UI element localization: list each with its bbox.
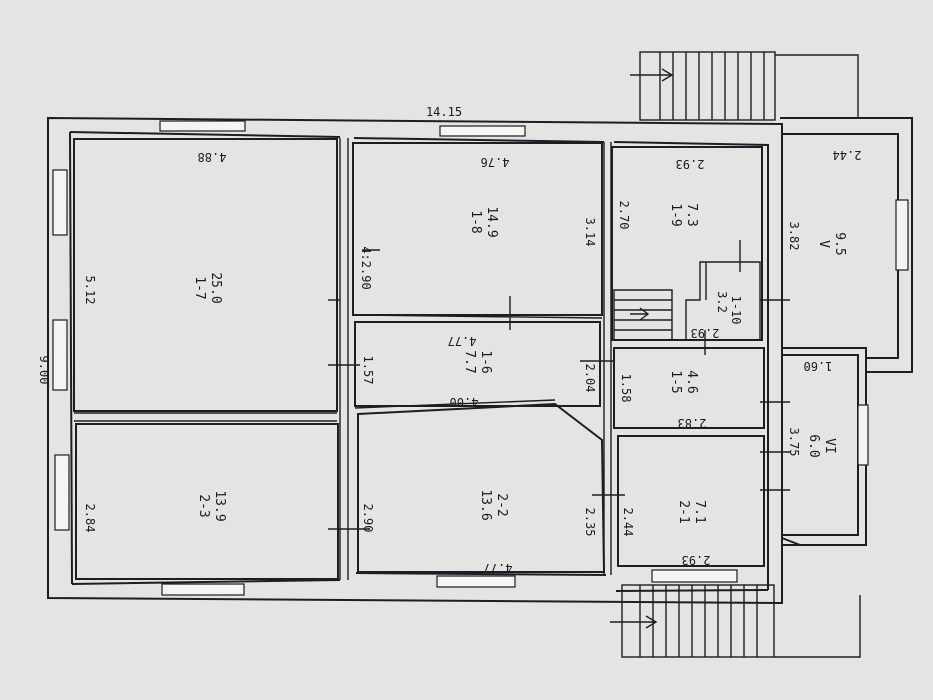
windows	[52, 120, 909, 596]
room-2-2-id: 2-2	[494, 493, 509, 516]
room-1-8-top-dim: 4.76	[481, 155, 510, 169]
room-1-5-area: 4.6	[684, 370, 699, 393]
room-walls	[73, 138, 765, 580]
room-v-id: V	[816, 240, 831, 248]
room-1-7-top-dim: 4.88	[198, 150, 227, 164]
room-1-8-area: 14.9	[484, 206, 499, 237]
room-1-8-left-dim: 3.14	[583, 218, 597, 247]
room-1-5-bottom-dim: 2.83	[678, 416, 707, 430]
room-1-9-top-dim: 2.93	[676, 157, 705, 171]
room-1-5-id: 1-5	[668, 370, 683, 393]
interior-details	[74, 138, 790, 580]
room-1-9-area: 7.3	[684, 203, 699, 226]
room-vi-area: 6.0	[806, 434, 821, 457]
overall-width: 9.00	[37, 356, 51, 385]
room-1-6-bottom-dim: 4.00	[450, 395, 479, 409]
room-1-5-side-dim: 1.58	[619, 374, 633, 403]
room-1-6-left-dim: 2.04	[583, 364, 597, 393]
room-1-6-right-dim: 1.57	[361, 356, 375, 385]
room-1-7-id: 1-7	[192, 276, 207, 299]
room-vi-top-dim: 1.60	[804, 359, 833, 373]
room-2-2-right-dim: 2.90	[361, 504, 375, 533]
room-1-7-side-dim: 5.12	[83, 276, 97, 305]
room-v-side-dim: 3.82	[787, 222, 801, 251]
room-2-2-left-dim: 2.35	[583, 508, 597, 537]
room-2-3-side-dim: 2.84	[83, 504, 97, 533]
room-1-6-area: 7.7	[462, 350, 477, 373]
outer-walls	[47, 116, 783, 605]
room-1-8-id: 1-8	[468, 210, 483, 233]
room-1-9-id: 1-9	[668, 203, 683, 226]
room-1-6-top-dim: 4.77	[448, 334, 477, 348]
stair-top	[630, 51, 859, 121]
room-1-6-id: 1-6	[478, 350, 493, 373]
room-2-1-side-dim: 2.44	[621, 508, 635, 537]
room-1-10-area: 3.2	[715, 291, 729, 313]
room-v-top-dim: 2.44	[833, 148, 862, 162]
room-vi-side-dim: 3.75	[787, 428, 801, 457]
room-2-2-bottom-dim: 4.77	[484, 561, 513, 575]
room-v-area: 9.5	[832, 232, 847, 255]
room-2-3-area: 13.9	[212, 490, 227, 521]
room-1-7-area: 25.0	[208, 272, 223, 303]
room-vi-id: VI	[822, 438, 837, 454]
overall-length: 14.15	[426, 105, 462, 119]
room-1-9-side-dim: 2.70	[617, 201, 631, 230]
room-2-2-area: 13.6	[478, 489, 493, 520]
room-2-1-bottom-dim: 2.93	[682, 553, 711, 567]
room-1-10-bottom-dim: 2.93	[691, 326, 720, 340]
stair-bottom	[610, 584, 861, 658]
room-2-1-id: 2-1	[676, 500, 691, 523]
room-1-8-right-dim: 4:2.90	[359, 246, 373, 289]
room-2-3-id: 2-3	[196, 494, 211, 517]
room-2-1-area: 7.1	[692, 500, 707, 523]
room-1-10-id: 1-10	[729, 296, 743, 325]
